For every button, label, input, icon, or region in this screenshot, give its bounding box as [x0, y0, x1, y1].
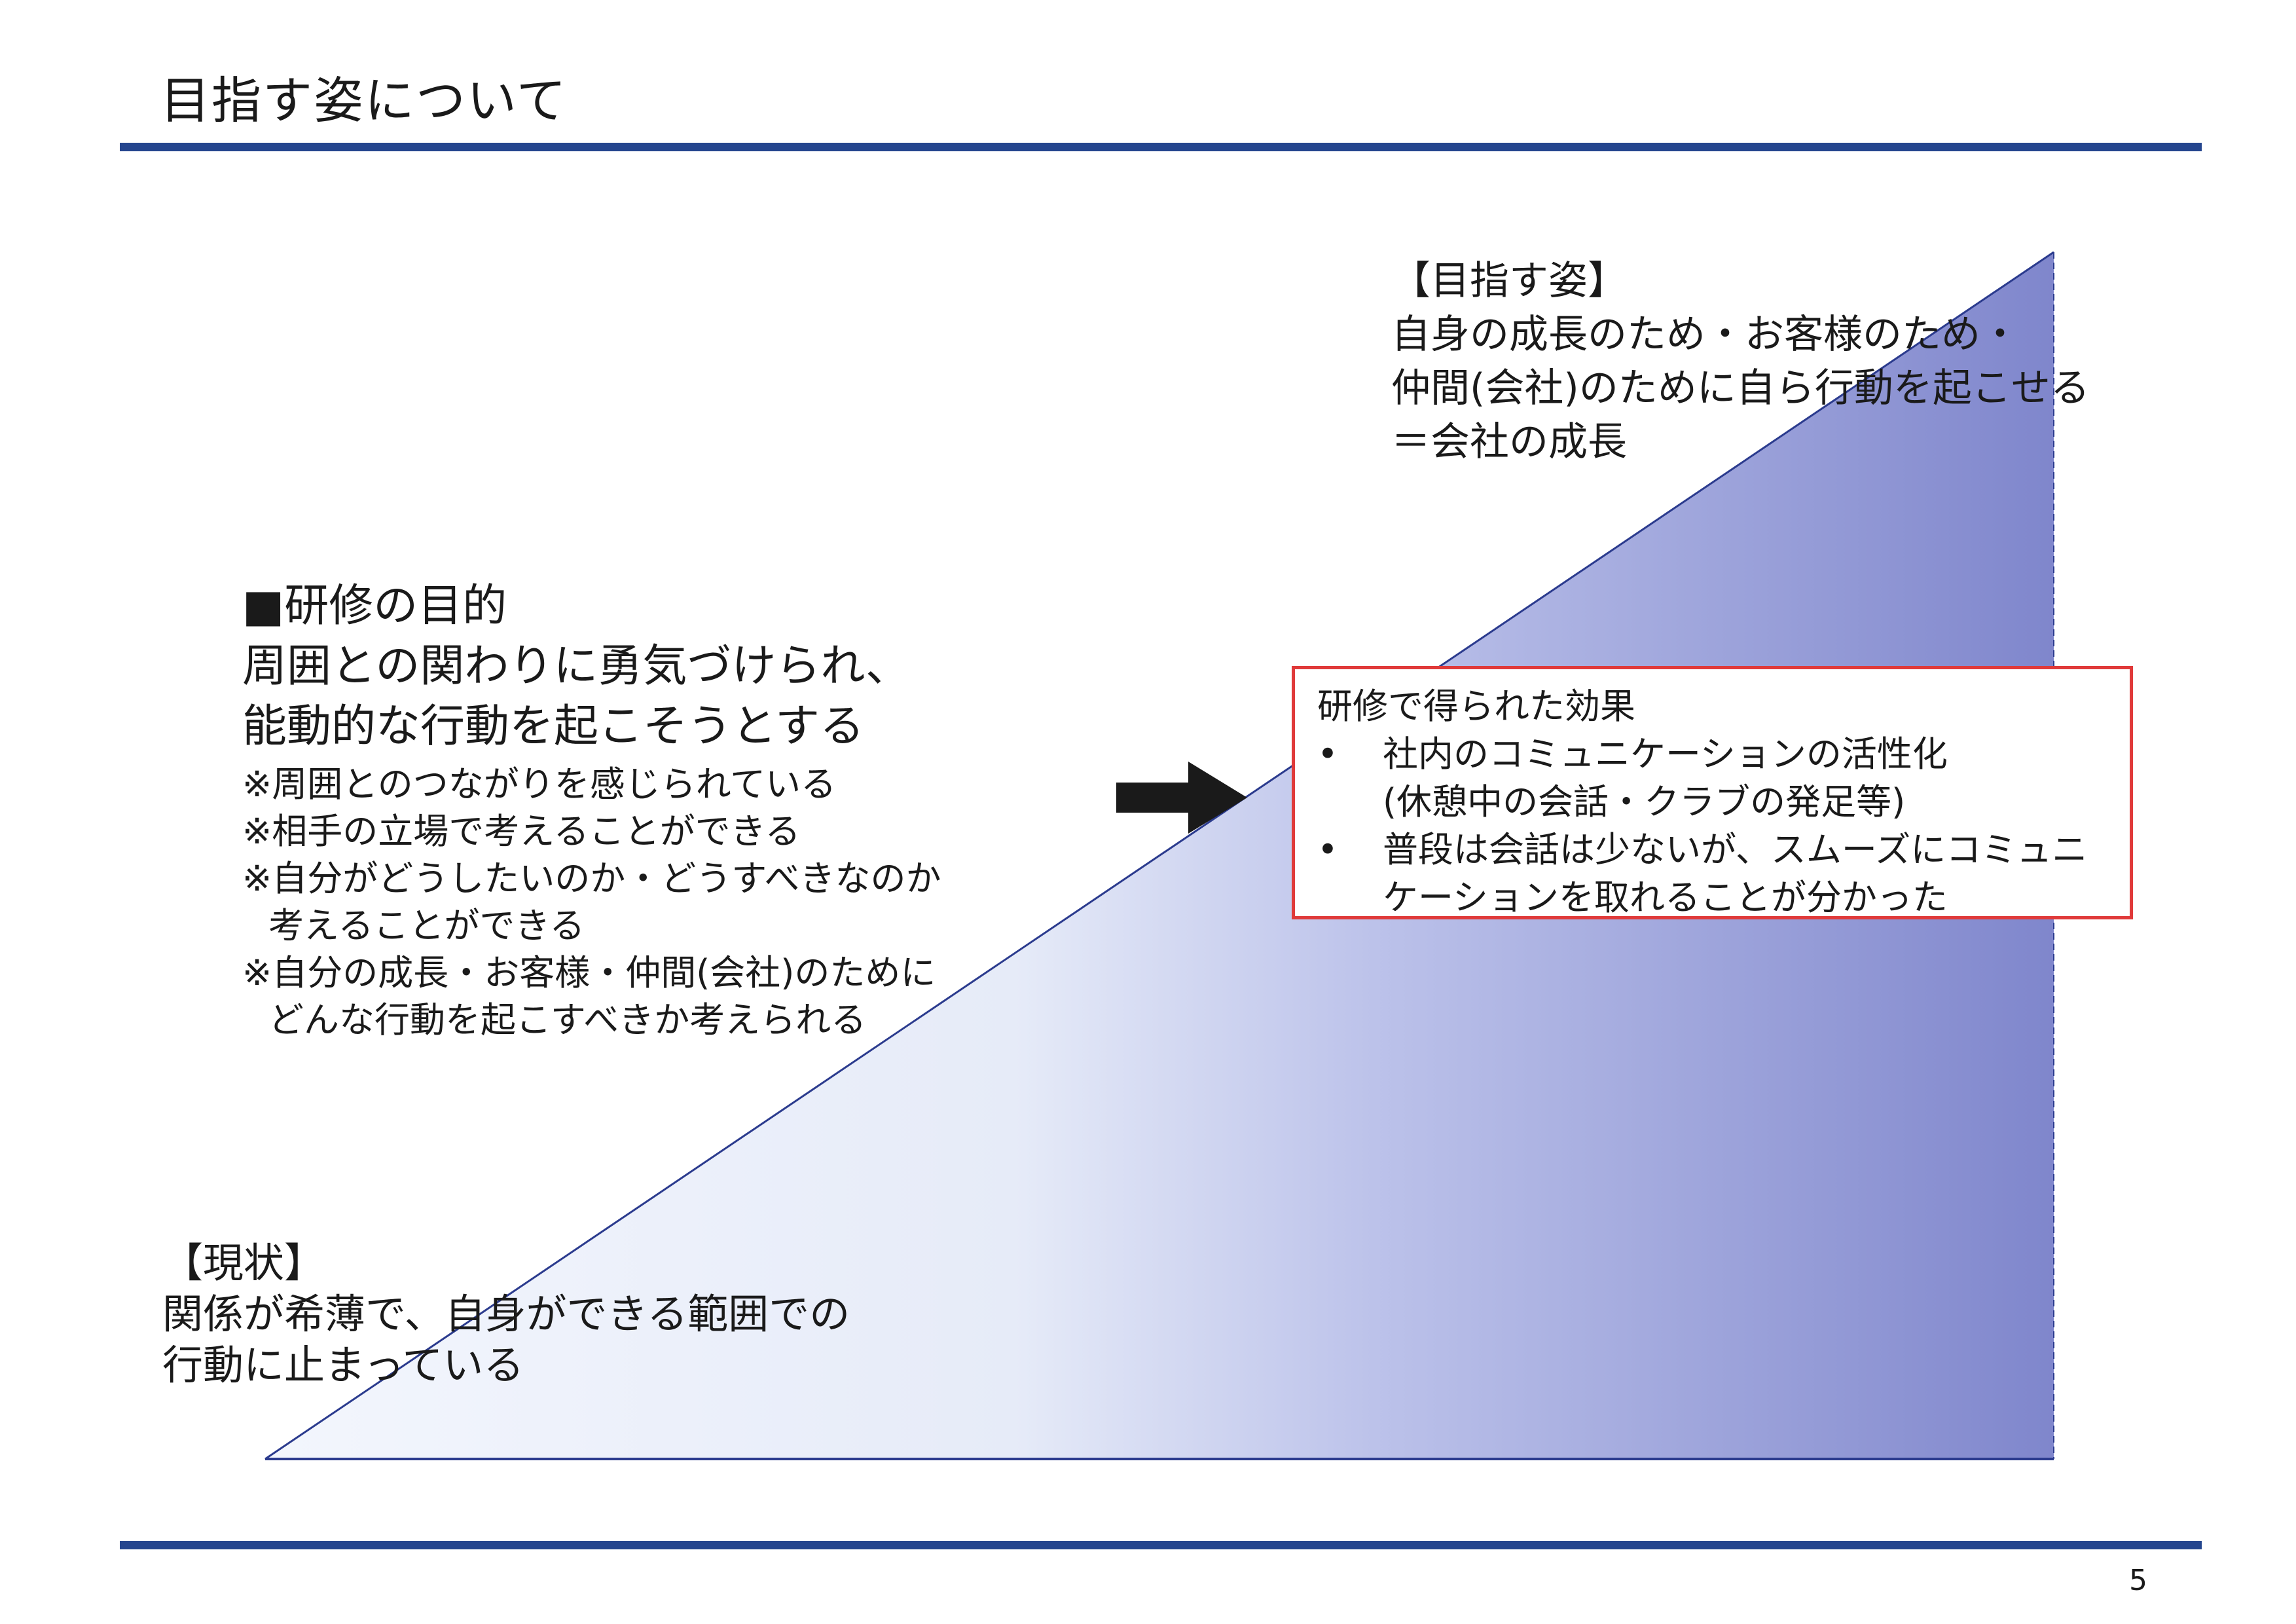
- right-arrow-icon: [1116, 762, 1247, 834]
- purpose-notes: ※周囲とのつながりを感じられている ※相手の立場で考えることができる ※自分がど…: [242, 761, 941, 1044]
- purpose-note: ※周囲とのつながりを感じられている: [242, 764, 837, 805]
- goal-line: 自身の成長のため・お客様のため・: [1391, 312, 2020, 358]
- bullet-icon: •: [1317, 829, 1338, 870]
- purpose-note: 考えることができる: [268, 905, 585, 946]
- purpose-note: どんな行動を起こすべきか考えられる: [268, 999, 867, 1041]
- bottom-divider: [120, 1541, 2202, 1549]
- effect-item: • 社内のコミュニケーションの活性化 (休憩中の会話・クラブの発足等): [1317, 730, 2110, 826]
- current-line: 関係が希薄で、自身ができる範囲での: [162, 1290, 850, 1338]
- bullet-icon: •: [1317, 733, 1338, 775]
- purpose-note: ※自分の成長・お客様・仲間(会社)のために: [242, 952, 936, 993]
- purpose-line: 周囲との関わりに勇気づけられ、: [242, 640, 911, 692]
- goal-line: 仲間(会社)のために自ら行動を起こせる: [1391, 365, 2090, 411]
- effect-box: 研修で得られた効果 • 社内のコミュニケーションの活性化 (休憩中の会話・クラブ…: [1292, 666, 2133, 919]
- page-number: 5: [2129, 1564, 2147, 1597]
- goal-heading: 【目指す姿】: [1391, 258, 1627, 304]
- purpose-heading: ■研修の目的: [242, 580, 507, 632]
- effect-line: ケーションを取れることが分かった: [1383, 877, 1948, 918]
- top-divider: [120, 143, 2202, 151]
- effect-line: 普段は会話は少ないが、スムーズにコミュニ: [1383, 829, 2088, 870]
- effect-line: 社内のコミュニケーションの活性化: [1383, 733, 1948, 775]
- page-title: 目指す姿について: [160, 71, 568, 130]
- current-heading: 【現状】: [162, 1239, 325, 1287]
- effect-item: • 普段は会話は少ないが、スムーズにコミュニ ケーションを取れることが分かった: [1317, 826, 2110, 921]
- effect-line: (休憩中の会話・クラブの発足等): [1383, 781, 1906, 822]
- purpose-block: ■研修の目的 周囲との関わりに勇気づけられ、 能動的な行動を起こそうとする ※周…: [242, 576, 941, 1044]
- purpose-line: 能動的な行動を起こそうとする: [242, 701, 864, 752]
- current-line: 行動に止まっている: [162, 1341, 524, 1389]
- purpose-note: ※自分がどうしたいのか・どうすべきなのか: [242, 858, 941, 899]
- current-state-block: 【現状】 関係が希薄で、自身ができる範囲での 行動に止まっている: [162, 1238, 850, 1391]
- purpose-note: ※相手の立場で考えることができる: [242, 811, 801, 852]
- effect-heading: 研修で得られた効果: [1317, 686, 1635, 727]
- goal-block: 【目指す姿】 自身の成長のため・お客様のため・ 仲間(会社)のために自ら行動を起…: [1391, 254, 2090, 469]
- goal-line: ＝会社の成長: [1391, 419, 1627, 465]
